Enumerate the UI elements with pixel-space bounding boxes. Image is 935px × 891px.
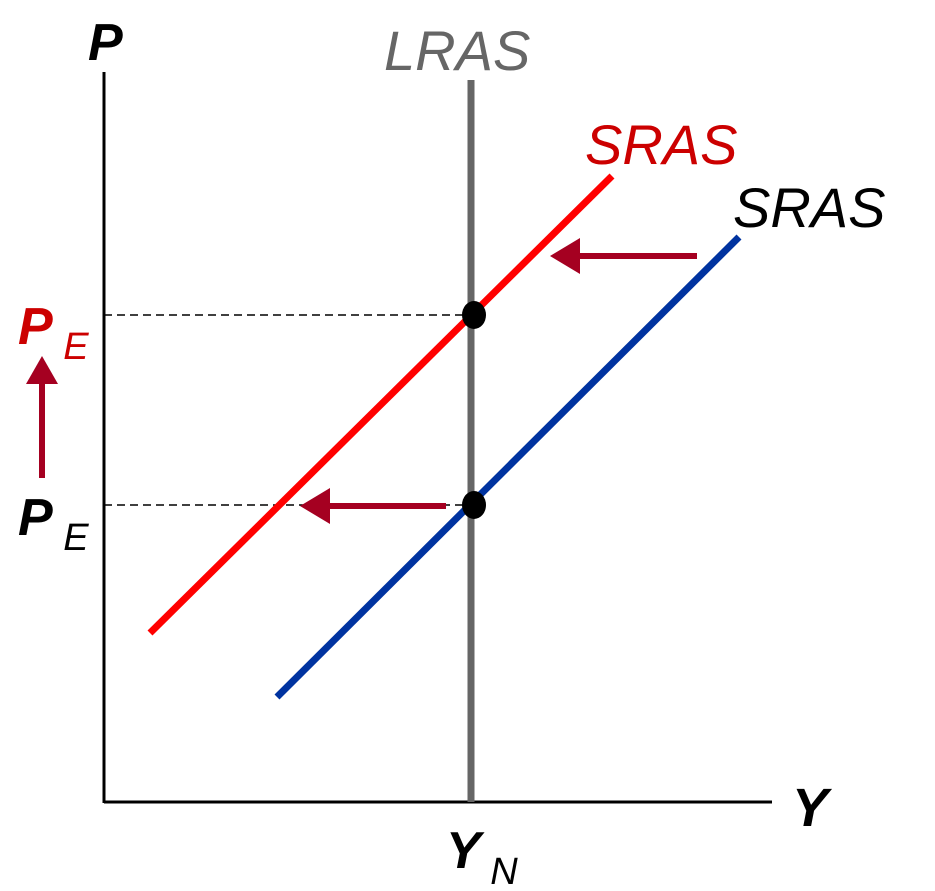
price-level-old-main: P bbox=[18, 489, 53, 547]
price-level-new-main: P bbox=[18, 298, 53, 356]
price-up-arrow-head bbox=[26, 356, 58, 384]
sras-new-curve bbox=[147, 173, 615, 636]
price-level-old-label: P E bbox=[18, 489, 89, 559]
sras-old-curve bbox=[274, 234, 742, 700]
shift-arrow-bottom-head bbox=[300, 488, 330, 524]
output-natural-label: Y N bbox=[446, 822, 518, 891]
price-level-new-label: P E bbox=[18, 298, 89, 368]
sras-old-label: SRAS bbox=[733, 176, 886, 239]
shift-arrow-top-head bbox=[550, 238, 580, 274]
y-axis-label: P bbox=[88, 14, 123, 72]
output-natural-main: Y bbox=[446, 822, 485, 880]
equilibrium-point-old bbox=[462, 491, 486, 519]
output-natural-sub: N bbox=[490, 851, 518, 891]
price-level-new-sub: E bbox=[63, 326, 89, 368]
price-level-old-sub: E bbox=[63, 517, 89, 559]
sras-new-label: SRAS bbox=[585, 113, 738, 176]
lras-label: LRAS bbox=[384, 19, 530, 82]
equilibrium-point-new bbox=[462, 301, 486, 329]
x-axis-label: Y bbox=[792, 778, 833, 838]
